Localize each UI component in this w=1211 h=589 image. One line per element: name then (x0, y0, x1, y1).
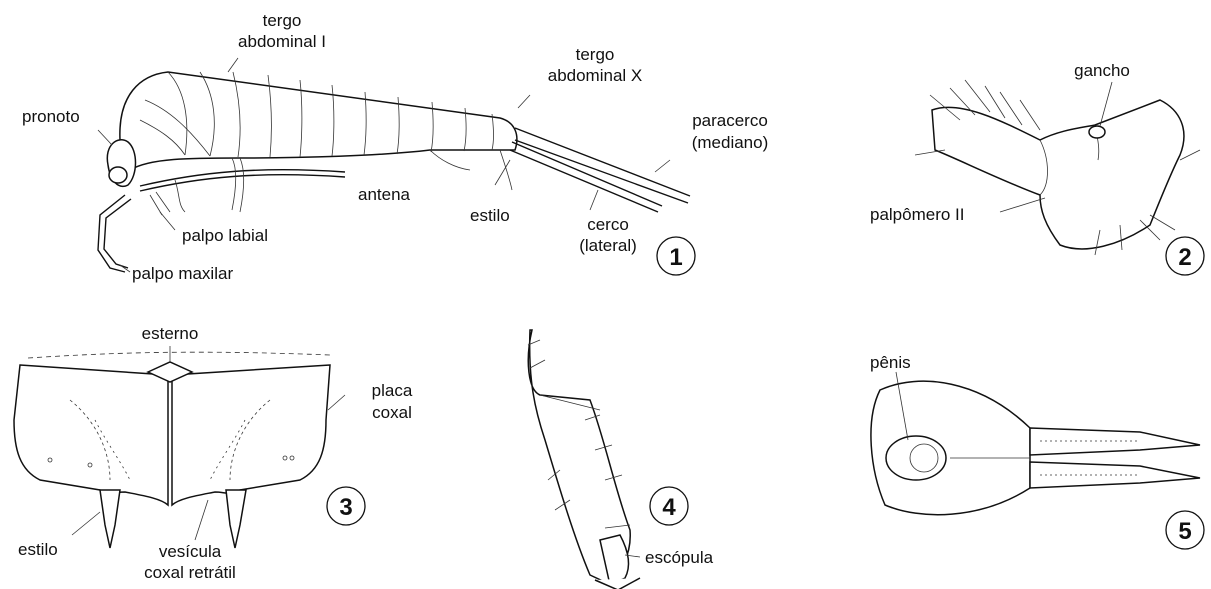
figure-5-genital (871, 372, 1200, 515)
figure-3-number: 3 (339, 494, 352, 521)
label-tergo-i-line2: abdominal I (238, 32, 326, 51)
label-esterno: esterno (142, 324, 199, 343)
figure-5-number: 5 (1178, 518, 1191, 545)
label-paracerco-line2: (mediano) (692, 133, 769, 152)
label-palpomero: palpômero II (870, 205, 965, 224)
label-cerco-line2: (lateral) (579, 236, 637, 255)
label-placa-line1: placa (372, 381, 413, 400)
label-tergo-x-line2: abdominal X (548, 66, 643, 85)
figure-4-number: 4 (662, 494, 676, 521)
figure-2-number: 2 (1178, 244, 1191, 271)
figure-2-palp (915, 80, 1200, 255)
figure-1-number: 1 (669, 244, 682, 271)
label-tergo-x-line1: tergo (576, 45, 615, 64)
label-tergo-i-line1: tergo (263, 11, 302, 30)
label-antena: antena (358, 185, 411, 204)
label-pronoto: pronoto (22, 107, 80, 126)
label-penis: pênis (870, 353, 911, 372)
label-vesicula-line2: coxal retrátil (144, 563, 236, 582)
label-palpo-labial: palpo labial (182, 226, 268, 245)
label-paracerco-line1: paracerco (692, 111, 768, 130)
label-gancho: gancho (1074, 61, 1130, 80)
figure-3-coxal-plates (14, 346, 345, 548)
label-cerco-line1: cerco (587, 215, 629, 234)
label-palpo-maxilar: palpo maxilar (132, 264, 233, 283)
label-estilo-3: estilo (18, 540, 58, 559)
label-escopula: escópula (645, 548, 714, 567)
label-vesicula-line1: vesícula (159, 542, 222, 561)
label-estilo-1: estilo (470, 206, 510, 225)
label-placa-line2: coxal (372, 403, 412, 422)
figure-4-leg (528, 330, 640, 589)
